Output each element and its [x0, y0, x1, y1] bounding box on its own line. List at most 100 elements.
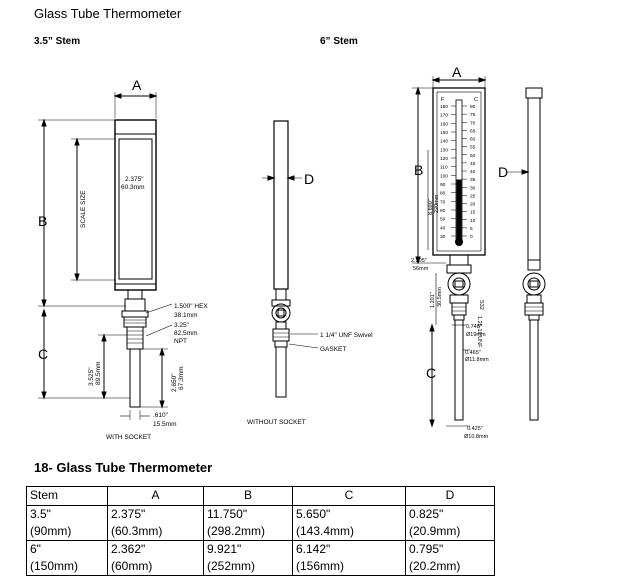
table-cell: 6"(150mm) [26, 540, 108, 576]
dim-b-6-label: B [414, 162, 423, 178]
f-tick-label: 180 [440, 104, 448, 110]
stem-35-heading: 3.5” Stem [34, 36, 81, 47]
f-tick-label: 90 [440, 182, 446, 188]
scale-c-label: C [474, 97, 478, 103]
c-tick-label: 35 [470, 177, 476, 183]
without-socket-label: WITHOUT SOCKET [247, 419, 306, 426]
dim-a-6-label: A [452, 64, 462, 80]
stem-len-in-label: 2.650" [171, 373, 178, 392]
dim-b-label: B [38, 213, 47, 229]
table-cell-line: (90mm) [30, 524, 72, 538]
f-tick-label: 30 [440, 234, 446, 240]
height-mm-label: 220mm [434, 194, 440, 213]
c-tick-label: 25 [470, 193, 476, 199]
table-cell-line: (156mm) [296, 559, 345, 573]
width-in-label: 2.375" [125, 176, 144, 183]
tip-in-label: .610" [153, 412, 169, 419]
stem-in-label: 0.465" [465, 350, 481, 356]
f-tick-label: 80 [440, 191, 446, 197]
f-tick-label: 40 [440, 225, 446, 231]
page-title: Glass Tube Thermometer [34, 6, 182, 21]
table-title: 18- Glass Tube Thermometer [34, 460, 213, 475]
table-cell: 9.921"(252mm) [203, 540, 293, 576]
s32-label: S32 [478, 300, 484, 310]
table-cell: 2.375" (60.3mm) [107, 505, 204, 541]
f-tick-label: 110 [440, 165, 448, 171]
table-header-cell: B [203, 486, 293, 506]
table-cell-line: 2.375" [111, 507, 146, 521]
table-cell-line: 3.5" [30, 507, 51, 521]
c-tick-label: 75 [470, 112, 476, 118]
table-cell-line: 6.142" [296, 542, 331, 556]
table-cell-line: (298.2mm) [207, 524, 266, 538]
c-tick-label: 0 [470, 234, 473, 240]
height-in-label: 8.690" [428, 199, 434, 215]
base-in-label: 2.205" [411, 258, 427, 264]
thermometer-drawings: A 2.375" 60.3mm SCALE SIZE B [38, 64, 546, 441]
table-cell-line: 6" [30, 542, 41, 556]
front-view-35: A 2.375" 60.3mm SCALE SIZE B [38, 77, 208, 441]
table-cell: 0.825" (20.9mm) [405, 505, 495, 541]
table-cell: 3.5" (90mm) [26, 505, 108, 541]
table-cell-line: (252mm) [207, 559, 256, 573]
scale-size-label: SCALE SIZE [80, 190, 87, 228]
npt-label: NPT [174, 338, 187, 345]
f-tick-label: 150 [440, 130, 448, 136]
with-socket-label: WITH SOCKET [106, 434, 151, 441]
neck-mm-label: 30.5mm [437, 287, 443, 307]
table-header-cell: Stem [26, 486, 108, 506]
dim-a-label: A [132, 77, 142, 93]
table-header-cell: A [107, 486, 204, 506]
table-cell-line: 0.795" [409, 542, 444, 556]
npt-mm-label: 82.5mm [174, 330, 197, 337]
c-tick-label: 65 [470, 128, 476, 134]
c-mm-label: 89.5mm [95, 362, 102, 385]
table-header-cell: C [292, 486, 406, 506]
table-cell: 5.650" (143.4mm) [292, 505, 406, 541]
table-cell-line: (60.3mm) [111, 524, 163, 538]
table-row: 6"(150mm)2.362" (60mm) 9.921"(252mm)6.142"… [26, 540, 495, 576]
side-view-35: D 1 1/4" UNF Swivel GASKET WITHOUT SOCKE… [247, 120, 373, 426]
table-cell: 6.142" (156mm) [292, 540, 406, 576]
f-tick-label: 50 [440, 217, 446, 223]
c-tick-label: 55 [470, 145, 476, 151]
table-cell-line: 5.650" [296, 507, 331, 521]
c-in-label: 3.525" [88, 367, 95, 386]
table-row: 3.5" (90mm) 2.375" (60.3mm) 11.750"(298.2mm)… [26, 505, 495, 541]
side-view-6: D [498, 87, 546, 421]
table-cell: 11.750"(298.2mm) [203, 505, 293, 541]
dim-c-6-label: C [426, 365, 436, 381]
npt-in-label: 3.25" [174, 322, 190, 329]
hex-mm-label: 38.1mm [174, 312, 197, 319]
table-cell-line: (143.4mm) [296, 524, 355, 538]
c-tick-label: 40 [470, 169, 476, 175]
c-tick-label: 60 [470, 137, 476, 143]
f-tick-label: 100 [440, 173, 448, 179]
f-tick-label: 130 [440, 147, 448, 153]
f-tick-label: 140 [440, 139, 448, 145]
c-tick-label: 45 [470, 161, 476, 167]
table-cell-line: (60mm) [111, 559, 153, 573]
c-tick-label: 70 [470, 120, 476, 126]
dim-d-6-label: D [498, 164, 508, 180]
c-tick-label: 10 [470, 218, 476, 224]
tip-6-in-label: 0.425" [467, 426, 483, 432]
table-cell-line: 2.362" [111, 542, 146, 556]
table-cell: 0.795"(20.2mm) [405, 540, 495, 576]
table-cell-line: 0.825" [409, 507, 444, 521]
f-tick-label: 170 [440, 113, 448, 119]
c-tick-label: 80 [470, 104, 476, 110]
bore-mm-label: Ø19mm [466, 332, 486, 338]
width-mm-label: 60.3mm [121, 184, 144, 191]
dim-c-label: C [38, 346, 48, 362]
bore-in-label: 0.748" [466, 324, 482, 330]
c-tick-label: 20 [470, 202, 476, 208]
stem-6-heading: 6” Stem [320, 36, 358, 47]
table-cell-line: (20.9mm) [409, 524, 461, 538]
scale-f-label: F [441, 97, 445, 103]
tip-mm-label: 15.5mm [153, 421, 176, 428]
stem-len-mm-label: 67.3mm [178, 367, 185, 390]
base-mm-label: 56mm [413, 266, 429, 272]
